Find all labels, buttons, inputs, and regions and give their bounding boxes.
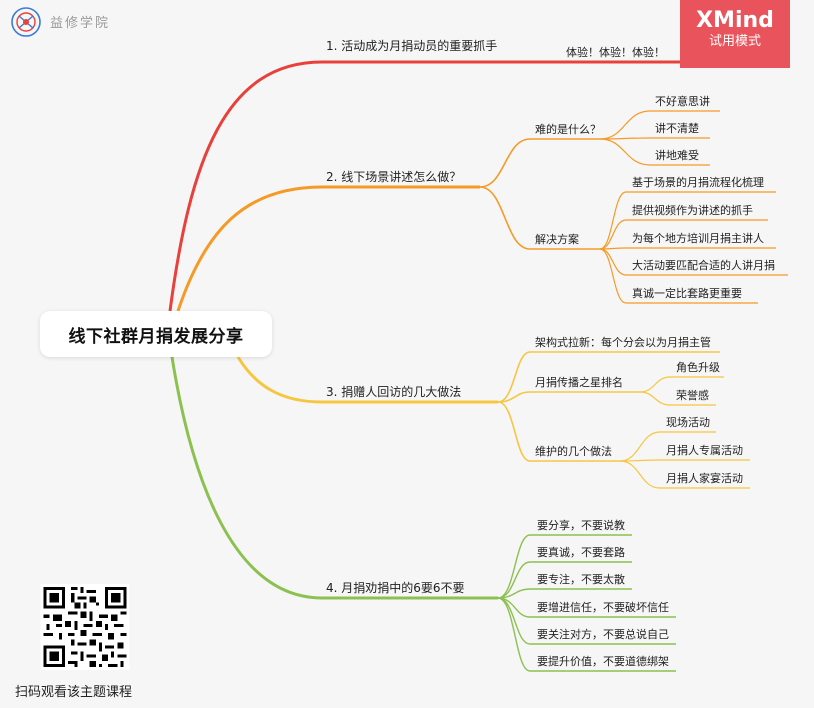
branch-4-leaf[interactable]: 要专注，不要太散 [537, 573, 625, 586]
branch-2-topic[interactable]: 2. 线下场景讲述怎么做？ [326, 170, 462, 184]
qr-code-icon[interactable] [40, 584, 130, 670]
b2-sub-connector [479, 186, 600, 250]
b4-leaf-connector [497, 534, 632, 599]
b2-leaf-connector [599, 110, 720, 140]
b2-leaf-connector [599, 247, 776, 250]
branch-2-leaf[interactable]: 为每个地方培训月捐主讲人 [632, 232, 764, 245]
branch-4-leaf[interactable]: 要真诚，不要套路 [537, 546, 625, 559]
b4-leaf-connector [497, 597, 676, 672]
b4-leaf-connector [497, 561, 632, 599]
branch-3-connector [236, 356, 498, 404]
branch-2-sub-solution[interactable]: 解决方案 [535, 233, 579, 246]
root-topic-label: 线下社群月捐发展分享 [68, 326, 244, 347]
qr-caption: 扫码观看该主题课程 [15, 685, 133, 700]
branch-2-leaf[interactable]: 大活动要匹配合适的人讲月捐 [632, 259, 775, 272]
b2-leaf-connector [599, 137, 710, 140]
xmind-title: XMind [696, 8, 774, 33]
brand-logo-text: 益修学院 [50, 16, 111, 31]
branch-4-leaf[interactable]: 要增进信任，不要破坏信任 [537, 601, 669, 614]
branch-2-sub-difficulty[interactable]: 难的是什么？ [535, 123, 601, 136]
b3-leaf-connector [619, 459, 750, 462]
xmind-trial-badge: XMind 试用模式 [680, 0, 790, 68]
b2-leaf-connector [599, 248, 758, 304]
b4-leaf-connector [497, 588, 632, 599]
branch-3-sub[interactable]: 月捐传播之星排名 [535, 376, 623, 389]
branch-3-leaf[interactable]: 月捐人家宴活动 [666, 472, 743, 485]
branch-2-leaf[interactable]: 讲不清楚 [655, 122, 699, 135]
branch-1-topic[interactable]: 1. 活动成为月捐动员的重要抓手 [326, 39, 498, 53]
b2-leaf-connector [599, 138, 710, 166]
branch-4-leaf[interactable]: 要分享，不要说教 [537, 519, 625, 532]
branch-2-leaf[interactable]: 不好意思讲 [655, 95, 710, 108]
branch-3-topic[interactable]: 3. 捐赠人回访的几大做法 [326, 385, 462, 399]
b3-leaf-connector [619, 431, 716, 462]
branch-2-leaf[interactable]: 基于场景的月捐流程化梳理 [632, 176, 764, 189]
b3-sub-connector [497, 401, 620, 462]
branch-3-leaf[interactable]: 角色升级 [676, 361, 720, 374]
b2-leaf-connector [599, 219, 768, 250]
b3-sub-connector [497, 351, 720, 403]
branch-3-leaf[interactable]: 现场活动 [666, 416, 710, 429]
b2-sub-connector [479, 138, 600, 188]
b2-leaf-connector [599, 191, 776, 250]
branch-4-connector [170, 356, 498, 600]
branch-3-sub[interactable]: 维护的几个做法 [535, 445, 612, 458]
branch-4-leaf[interactable]: 要提升价值，不要道德绑架 [537, 655, 669, 668]
branch-1-leaf[interactable]: 体验！体验！体验！ [566, 46, 665, 59]
xmind-subtitle: 试用模式 [708, 34, 761, 49]
branch-2-leaf[interactable]: 真诚一定比套路更重要 [632, 287, 742, 300]
b3-leaf-connector [639, 376, 724, 393]
b3-sub-connector [497, 391, 640, 403]
root-topic[interactable]: 线下社群月捐发展分享 [40, 311, 272, 357]
branch-2-leaf[interactable]: 提供视频作为讲述的抓手 [632, 204, 753, 217]
b3-leaf-connector [619, 460, 750, 489]
brand-logo-icon [11, 7, 41, 37]
branch-3-sub[interactable]: 架构式拉新：每个分会以为月捐主管 [535, 336, 711, 349]
branch-1-connector [168, 60, 680, 312]
branch-4-topic[interactable]: 4. 月捐劝捐中的6要6不要 [326, 581, 465, 595]
branch-2-connector [176, 185, 480, 312]
branch-3-leaf[interactable]: 月捐人专属活动 [666, 444, 743, 457]
branch-3-leaf[interactable]: 荣誉感 [676, 389, 709, 402]
branch-4-leaf[interactable]: 要关注对方，不要总说自己 [537, 628, 669, 641]
branch-2-leaf[interactable]: 讲地难受 [655, 149, 699, 162]
b3-leaf-connector [639, 391, 716, 406]
